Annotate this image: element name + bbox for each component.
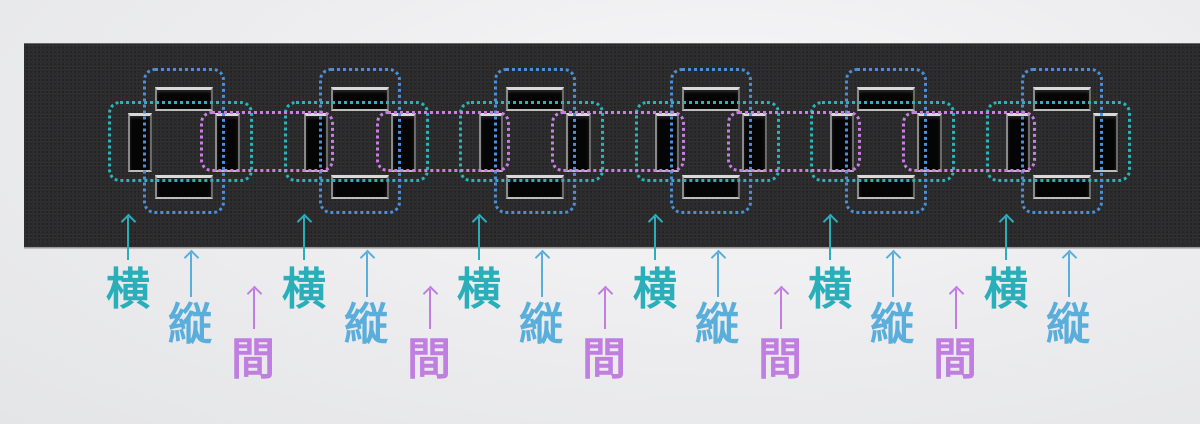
slot-right: [917, 113, 942, 172]
label-vertical: 縦: [168, 299, 212, 350]
label-horizontal: 横: [457, 264, 501, 315]
vertical-box: [1021, 68, 1103, 214]
vertical-box: [143, 68, 225, 214]
vertical-box: [319, 68, 401, 214]
horizontal-box: [635, 101, 780, 182]
arrow-up-icon: [303, 217, 305, 260]
arrow-up-icon: [829, 217, 831, 260]
horizontal-box: [108, 101, 253, 182]
label-horizontal: 横: [106, 264, 150, 315]
label-gap: 間: [933, 334, 977, 385]
horizontal-box: [284, 101, 429, 182]
arrow-up-icon: [541, 253, 543, 297]
label-horizontal: 横: [984, 264, 1028, 315]
arrow-up-icon: [892, 253, 894, 297]
slot-top: [331, 87, 389, 111]
arrow-up-icon: [955, 289, 957, 329]
arrow-up-icon: [717, 253, 719, 297]
label-vertical: 縦: [695, 299, 739, 350]
horizontal-box: [810, 101, 955, 182]
slot-top: [857, 87, 915, 111]
horizontal-box: [459, 101, 604, 182]
label-vertical: 縦: [1046, 299, 1090, 350]
slot-left: [128, 113, 152, 172]
slot-top: [155, 87, 213, 111]
vertical-box: [845, 68, 927, 214]
label-horizontal: 横: [282, 264, 326, 315]
arrow-up-icon: [1005, 217, 1007, 260]
label-gap: 間: [231, 334, 275, 385]
arrow-up-icon: [478, 217, 480, 260]
label-horizontal: 横: [633, 264, 677, 315]
label-gap: 間: [407, 334, 451, 385]
slot-top: [682, 87, 740, 111]
label-gap: 間: [582, 334, 626, 385]
vertical-box: [494, 68, 576, 214]
slot-top: [506, 87, 564, 111]
label-gap: 間: [758, 334, 802, 385]
arrow-up-icon: [780, 289, 782, 329]
arrow-up-icon: [429, 289, 431, 329]
gap-box: [727, 111, 861, 172]
arrow-up-icon: [654, 217, 656, 260]
arrow-up-icon: [1068, 253, 1070, 297]
label-horizontal: 横: [808, 264, 852, 315]
arrow-up-icon: [604, 289, 606, 329]
label-vertical: 縦: [344, 299, 388, 350]
arrow-up-icon: [190, 253, 192, 297]
slot-top: [1033, 87, 1091, 111]
arrow-up-icon: [127, 217, 129, 260]
gap-box: [551, 111, 685, 172]
gap-box: [902, 111, 1036, 172]
vertical-box: [670, 68, 752, 214]
label-vertical: 縦: [870, 299, 914, 350]
arrow-up-icon: [366, 253, 368, 297]
gap-box: [376, 111, 510, 172]
slot-right: [215, 113, 240, 172]
gap-box: [200, 111, 334, 172]
horizontal-box: [986, 101, 1131, 182]
arrow-up-icon: [253, 289, 255, 329]
slot-right: [391, 113, 416, 172]
slot-right: [566, 113, 591, 172]
label-vertical: 縦: [519, 299, 563, 350]
slot-right: [1093, 113, 1118, 172]
